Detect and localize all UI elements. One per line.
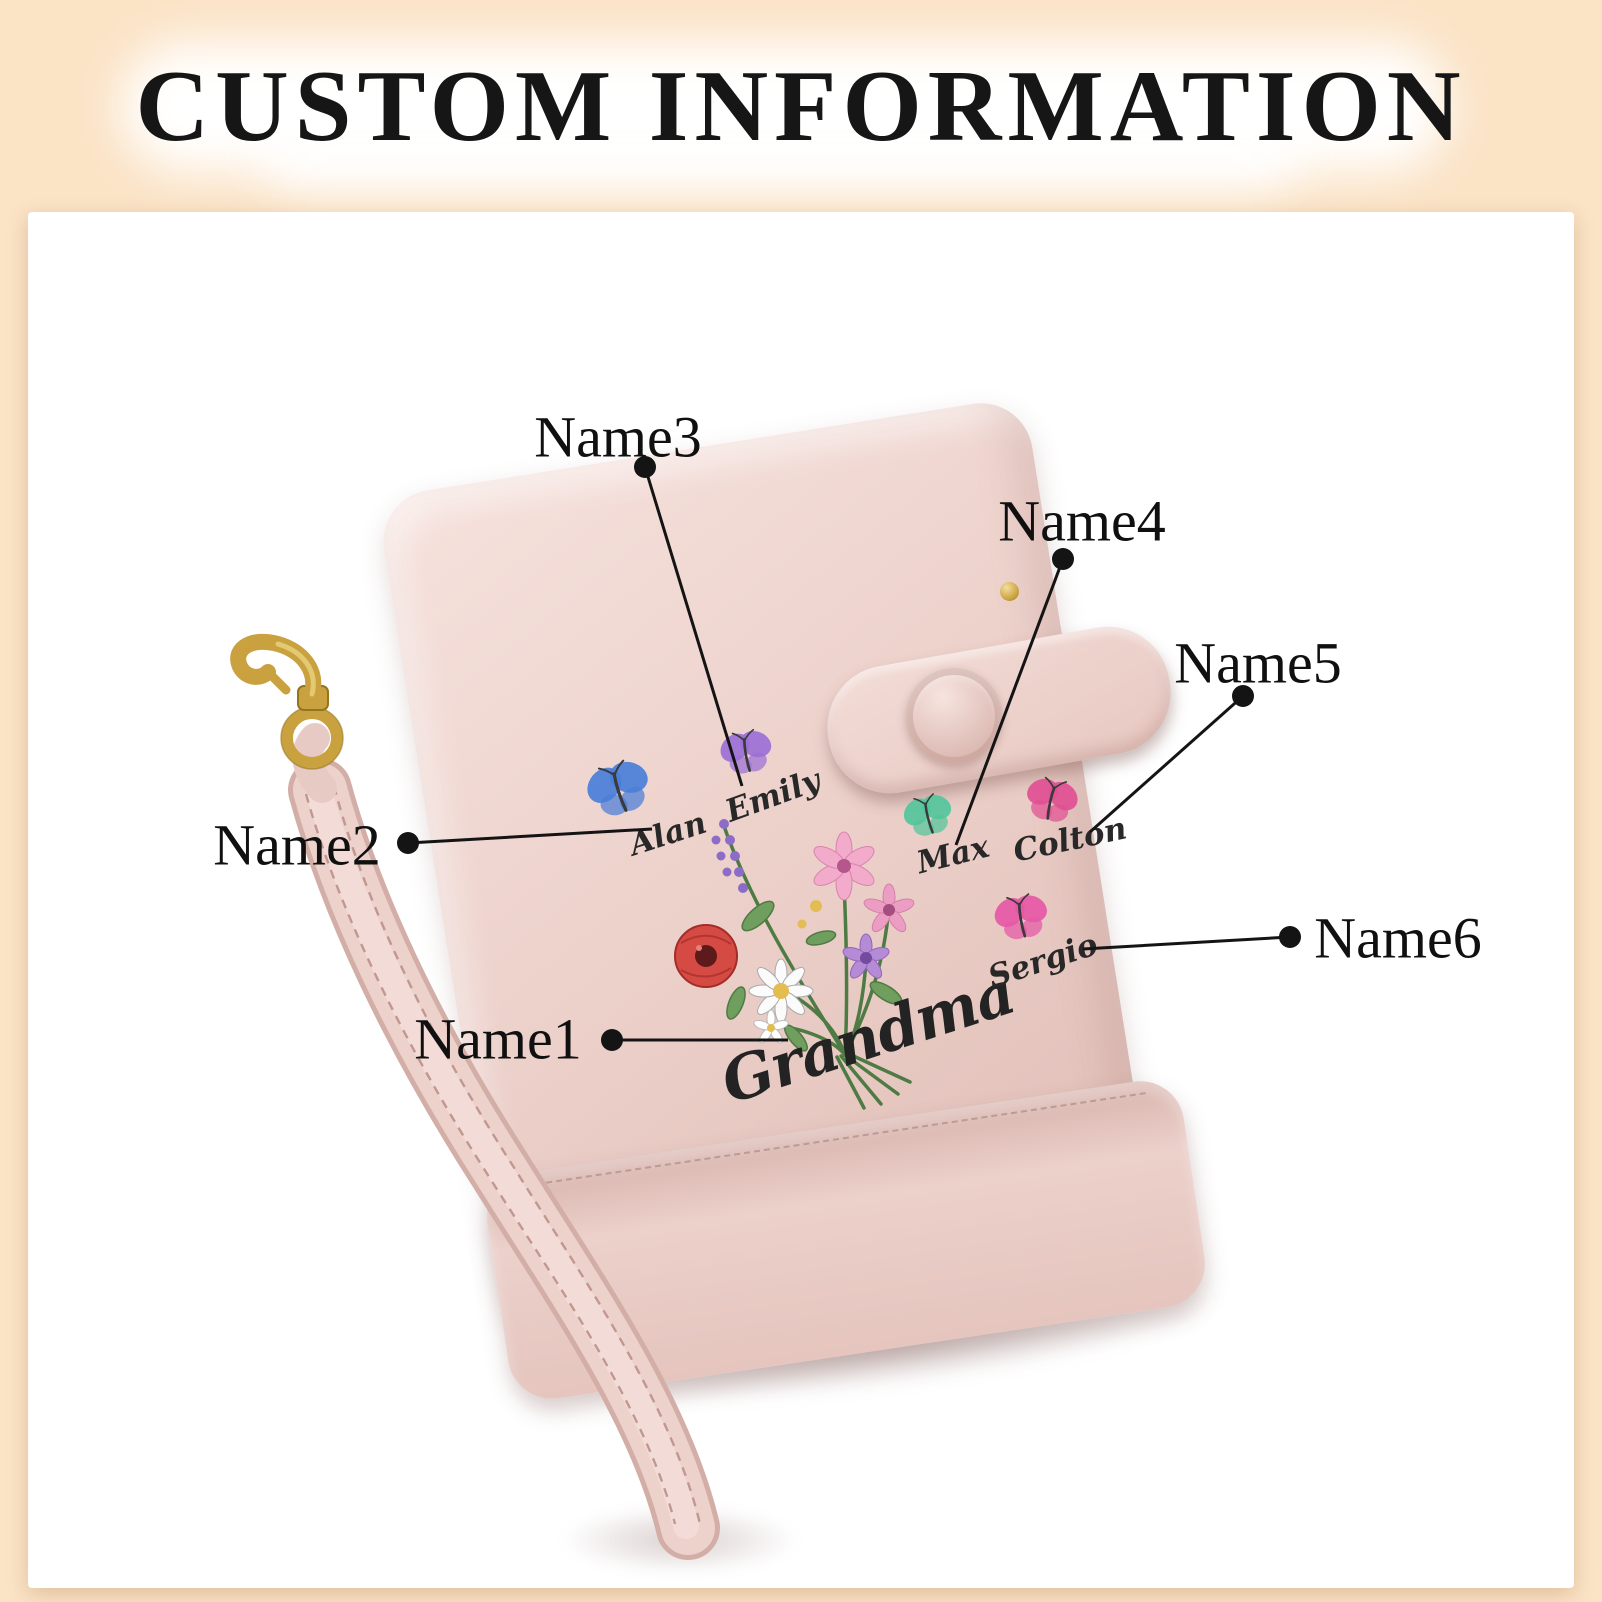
callout-label-name2: Name2 bbox=[213, 812, 381, 878]
callout-label-name4: Name4 bbox=[998, 488, 1166, 554]
callout-label-name6: Name6 bbox=[1314, 905, 1482, 971]
callout-label-name5: Name5 bbox=[1174, 630, 1342, 696]
header-cloud-small bbox=[260, 110, 1300, 190]
gold-stud-icon bbox=[1000, 582, 1019, 601]
callout-label-name1: Name1 bbox=[414, 1006, 582, 1072]
strap-shadow bbox=[560, 1505, 800, 1575]
callout-label-name3: Name3 bbox=[534, 404, 702, 470]
snap-button bbox=[906, 668, 1002, 764]
page-title: CUSTOM INFORMATION bbox=[135, 50, 1467, 163]
